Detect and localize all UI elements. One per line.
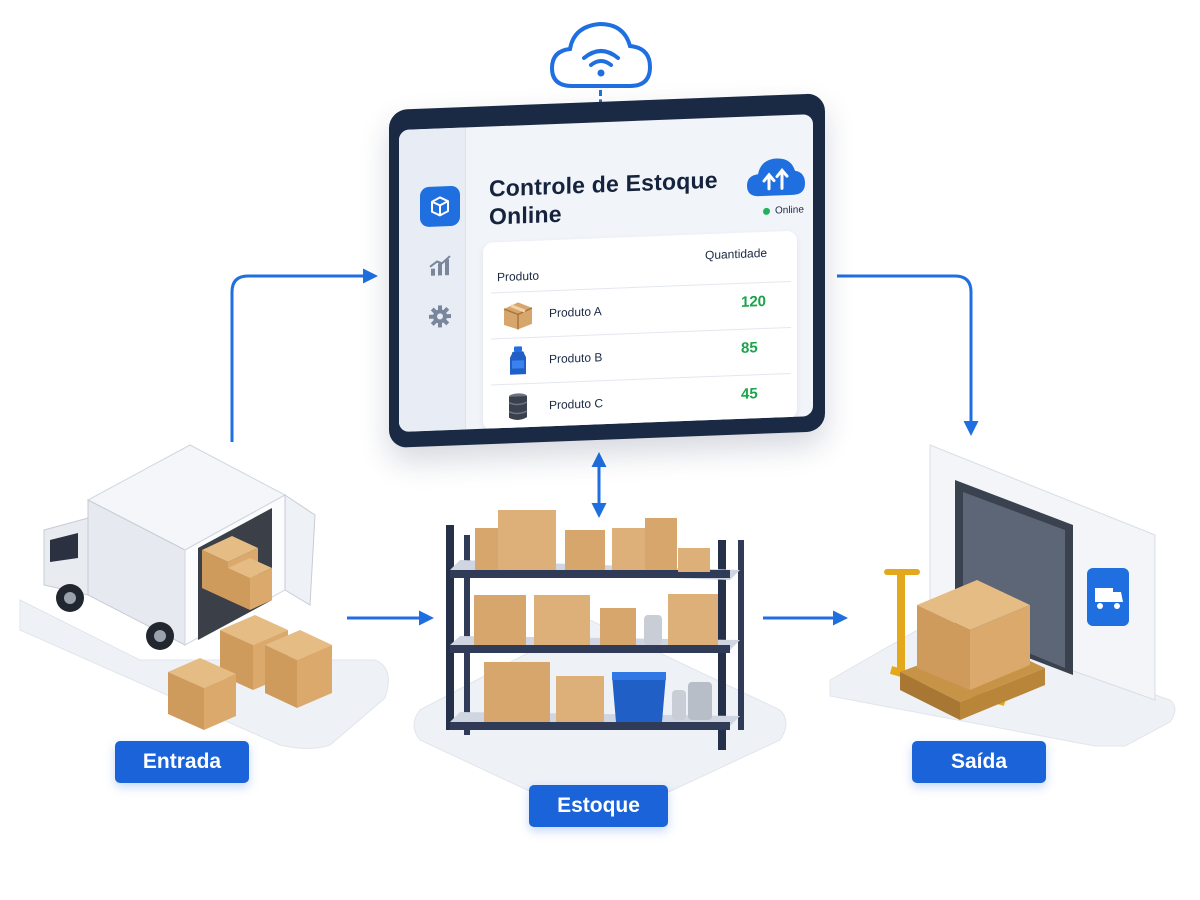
dashboard-screen: Controle de Estoque Online Online Produt… <box>399 114 813 432</box>
dashboard-title: Controle de Estoque Online <box>489 166 718 230</box>
gear-icon[interactable] <box>420 296 460 338</box>
saida-scene <box>829 444 1176 747</box>
dashboard-sidebar <box>399 127 466 432</box>
inventory-table: Produto Quantidade Produto A 120 <box>483 230 797 431</box>
box-icon[interactable] <box>420 185 460 228</box>
product-quantity: 45 <box>741 385 758 403</box>
table-row[interactable]: Produto B 85 <box>491 326 791 384</box>
status-dot <box>763 207 770 216</box>
stage-label-entrada: Entrada <box>115 741 249 783</box>
cloud-wifi-icon <box>549 21 653 88</box>
column-header-quantidade: Quantidade <box>705 245 768 263</box>
barrel-icon <box>508 393 528 420</box>
estoque-scene <box>413 510 787 815</box>
product-name: Produto B <box>549 350 603 367</box>
pallet-with-box <box>900 580 1045 720</box>
product-quantity: 85 <box>741 339 758 357</box>
online-status-label: Online <box>775 204 804 217</box>
column-header-produto: Produto <box>497 268 540 285</box>
delivery-truck <box>43 444 316 650</box>
online-status: Online <box>763 204 804 217</box>
arrow-entrada-to-dashboard <box>230 268 378 442</box>
boxes-in-truck <box>202 536 272 610</box>
boxes-on-ground <box>168 615 332 730</box>
table-row[interactable]: Produto A 120 <box>491 280 791 338</box>
dashboard-tablet: Controle de Estoque Online Online Produt… <box>389 93 825 448</box>
product-quantity: 120 <box>741 292 767 311</box>
stage-label-estoque: Estoque <box>529 785 668 827</box>
stage-label-saida: Saída <box>912 741 1046 783</box>
product-name: Produto A <box>549 304 602 321</box>
bottle-icon <box>510 346 526 375</box>
truck-sign-icon <box>1087 568 1129 626</box>
arrow-dashboard-to-saida <box>837 274 979 436</box>
cloud-upload-icon <box>747 158 805 197</box>
product-name: Produto C <box>549 396 604 413</box>
box-icon <box>503 302 533 330</box>
bar-chart-icon[interactable] <box>420 246 460 288</box>
table-row[interactable]: Produto C 45 <box>491 372 791 430</box>
shelf-boxes <box>474 510 718 722</box>
entrada-scene <box>19 444 389 749</box>
